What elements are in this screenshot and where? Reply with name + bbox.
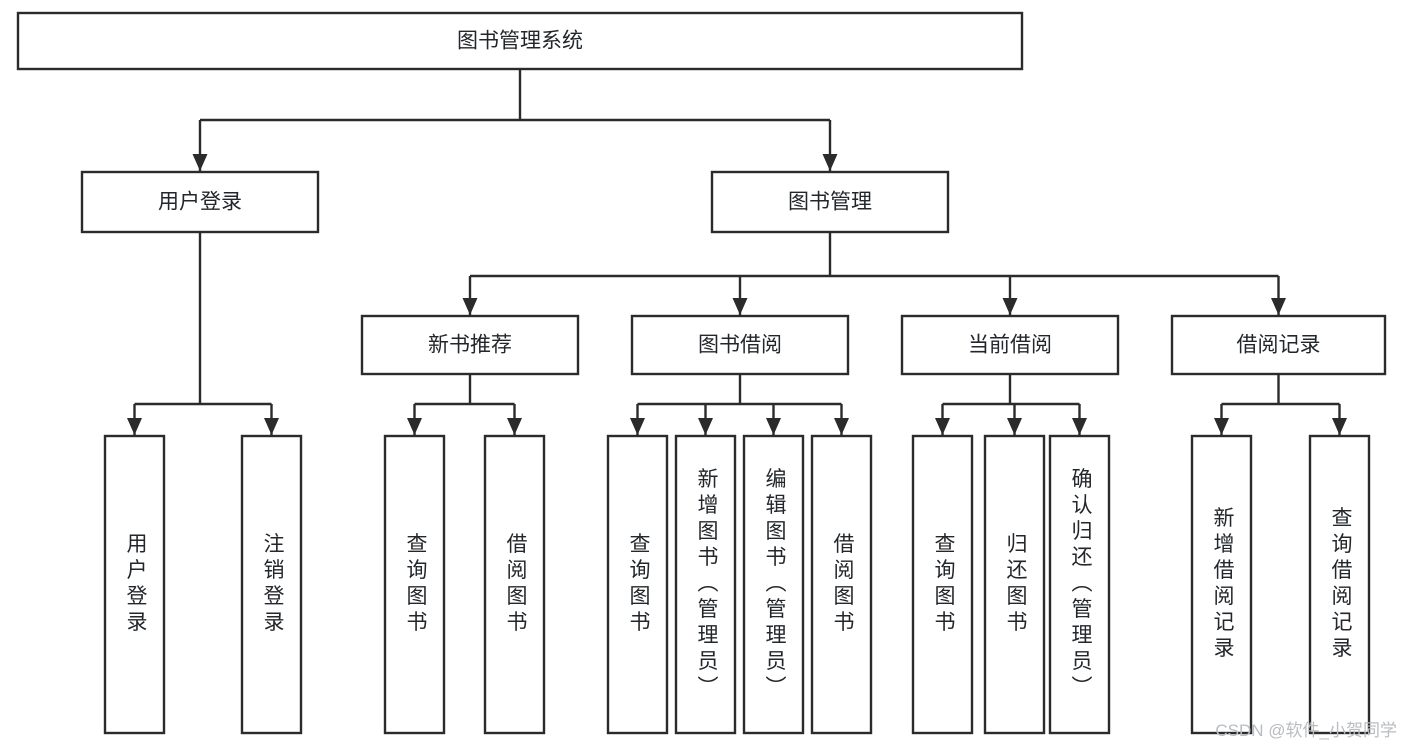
arrow-head-icon bbox=[630, 418, 645, 435]
arrow-head-icon bbox=[1072, 418, 1087, 435]
node-root-label: 图书管理系统 bbox=[457, 30, 583, 53]
node-leaf-confirm-return-box bbox=[1048, 434, 1111, 735]
node-leaf-edit-book-box bbox=[742, 434, 805, 735]
node-leaf-add-record[interactable]: 新增借阅记录 bbox=[1190, 434, 1253, 735]
arrow-head-icon bbox=[1271, 298, 1286, 315]
node-leaf-user-login-label: 用户登录 bbox=[124, 533, 148, 637]
node-leaf-query-book-cb[interactable]: 查询图书 bbox=[911, 434, 974, 735]
node-root[interactable]: 图书管理系统 bbox=[16, 11, 1024, 71]
node-borrow-record-label: 借阅记录 bbox=[1237, 334, 1321, 357]
node-leaf-add-record-label: 新增借阅记录 bbox=[1211, 507, 1235, 663]
node-leaf-add-book[interactable]: 新增图书（管理员） bbox=[674, 434, 737, 735]
node-leaf-return-book[interactable]: 归还图书 bbox=[983, 434, 1046, 735]
node-leaf-query-book-bb[interactable]: 查询图书 bbox=[606, 434, 669, 735]
arrow-head-icon bbox=[1214, 418, 1229, 435]
node-leaf-borrow-book-bb[interactable]: 借阅图书 bbox=[810, 434, 873, 735]
node-new-book-rec-box bbox=[360, 314, 580, 376]
node-leaf-logout-box bbox=[240, 434, 303, 735]
node-new-book-rec-label: 新书推荐 bbox=[428, 334, 512, 357]
arrow-head-icon bbox=[462, 298, 478, 315]
node-leaf-add-record-box bbox=[1190, 434, 1253, 735]
arrow-head-icon bbox=[1007, 418, 1022, 435]
node-leaf-borrow-book-bb-label: 借阅图书 bbox=[831, 533, 855, 637]
node-book-manage-box bbox=[710, 170, 950, 234]
arrow-head-icon bbox=[698, 418, 713, 435]
node-leaf-add-book-box bbox=[674, 434, 737, 735]
node-leaf-user-login[interactable]: 用户登录 bbox=[103, 434, 166, 735]
node-leaf-query-book-cb-box bbox=[911, 434, 974, 735]
node-book-manage-label: 图书管理 bbox=[788, 191, 872, 214]
node-leaf-query-book-bb-box bbox=[606, 434, 669, 735]
node-leaf-query-record[interactable]: 查询借阅记录 bbox=[1308, 434, 1371, 735]
node-leaf-edit-book[interactable]: 编辑图书（管理员） bbox=[742, 434, 805, 735]
arrow-head-icon bbox=[407, 418, 422, 435]
node-user-login-label: 用户登录 bbox=[158, 191, 242, 214]
node-borrow-record[interactable]: 借阅记录 bbox=[1170, 314, 1387, 376]
node-leaf-query-book-cb-label: 查询图书 bbox=[932, 533, 956, 637]
node-leaf-user-login-box bbox=[103, 434, 166, 735]
node-leaf-logout[interactable]: 注销登录 bbox=[240, 434, 303, 735]
node-leaf-return-book-label: 归还图书 bbox=[1004, 533, 1028, 637]
node-current-borrow-box bbox=[900, 314, 1120, 376]
arrow-head-icon bbox=[822, 154, 838, 171]
node-leaf-query-record-box bbox=[1308, 434, 1371, 735]
node-book-borrow-box bbox=[630, 314, 850, 376]
node-current-borrow[interactable]: 当前借阅 bbox=[900, 314, 1120, 376]
node-leaf-borrow-book-rec[interactable]: 借阅图书 bbox=[483, 434, 546, 735]
connector-layer bbox=[127, 69, 1347, 435]
node-leaf-edit-book-label: 编辑图书（管理员） bbox=[763, 468, 787, 702]
arrow-head-icon bbox=[1332, 418, 1347, 435]
node-leaf-query-book-rec-label: 查询图书 bbox=[404, 533, 428, 637]
node-borrow-record-box bbox=[1170, 314, 1387, 376]
node-leaf-borrow-book-rec-box bbox=[483, 434, 546, 735]
node-leaf-borrow-book-bb-box bbox=[810, 434, 873, 735]
node-leaf-borrow-book-rec-label: 借阅图书 bbox=[504, 533, 528, 637]
node-book-manage[interactable]: 图书管理 bbox=[710, 170, 950, 234]
arrow-head-icon bbox=[732, 298, 748, 315]
node-root-box bbox=[16, 11, 1024, 71]
arrow-head-icon bbox=[127, 418, 142, 435]
node-leaf-query-book-bb-label: 查询图书 bbox=[627, 533, 651, 637]
node-new-book-rec[interactable]: 新书推荐 bbox=[360, 314, 580, 376]
node-leaf-add-book-label: 新增图书（管理员） bbox=[695, 468, 719, 702]
node-current-borrow-label: 当前借阅 bbox=[968, 334, 1052, 357]
node-leaf-confirm-return[interactable]: 确认归还（管理员） bbox=[1048, 434, 1111, 735]
node-leaf-return-book-box bbox=[983, 434, 1046, 735]
arrow-head-icon bbox=[507, 418, 522, 435]
node-leaf-query-book-rec[interactable]: 查询图书 bbox=[383, 434, 446, 735]
node-leaf-logout-label: 注销登录 bbox=[261, 533, 285, 637]
arrow-head-icon bbox=[192, 154, 208, 171]
node-leaf-query-record-label: 查询借阅记录 bbox=[1329, 507, 1353, 663]
arrow-head-icon bbox=[1002, 298, 1018, 315]
node-book-borrow-label: 图书借阅 bbox=[698, 334, 782, 357]
node-user-login[interactable]: 用户登录 bbox=[80, 170, 320, 234]
node-book-borrow[interactable]: 图书借阅 bbox=[630, 314, 850, 376]
arrow-head-icon bbox=[264, 418, 279, 435]
watermark-label: CSDN @软件_小贺同学 bbox=[1215, 721, 1397, 740]
node-layer: 图书管理系统用户登录图书管理新书推荐图书借阅当前借阅借阅记录用户登录注销登录查询… bbox=[16, 11, 1387, 735]
node-leaf-query-book-rec-box bbox=[383, 434, 446, 735]
node-leaf-confirm-return-label: 确认归还（管理员） bbox=[1069, 468, 1093, 702]
arrow-head-icon bbox=[935, 418, 950, 435]
arrow-head-icon bbox=[766, 418, 781, 435]
node-user-login-box bbox=[80, 170, 320, 234]
arrow-head-icon bbox=[834, 418, 849, 435]
